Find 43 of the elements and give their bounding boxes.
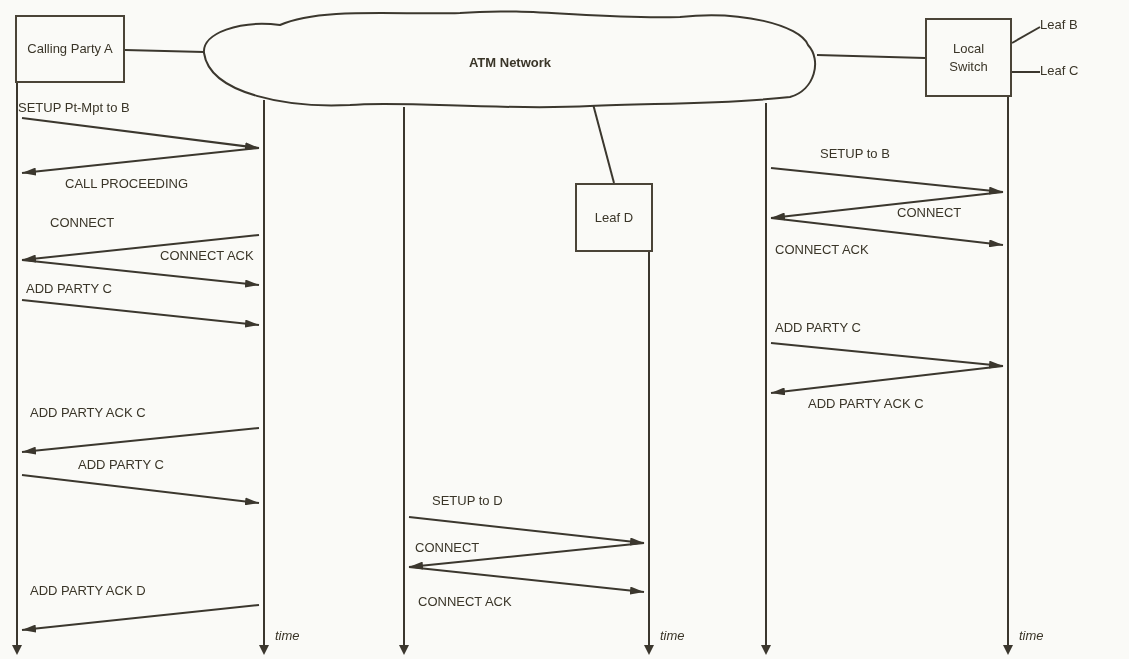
lifeline bbox=[644, 252, 654, 655]
message-label: CALL PROCEEDING bbox=[65, 176, 189, 192]
message-arrow bbox=[21, 604, 260, 633]
time-axis-label: time bbox=[1019, 628, 1044, 644]
message-arrow bbox=[21, 427, 260, 455]
message-label: ADD PARTY C bbox=[26, 281, 112, 297]
participant-box: Local Switch bbox=[925, 18, 1012, 97]
message-label: SETUP to D bbox=[432, 493, 503, 509]
message-arrow bbox=[21, 299, 260, 328]
message-label: ADD PARTY C bbox=[775, 320, 861, 336]
message-label: CONNECT bbox=[50, 215, 115, 231]
time-axis-label: time bbox=[275, 628, 300, 644]
connector-line bbox=[124, 49, 205, 53]
time-axis-label: time bbox=[660, 628, 685, 644]
message-label: CONNECT ACK bbox=[775, 242, 869, 258]
message-label: ADD PARTY ACK C bbox=[30, 405, 146, 421]
participant-box: Calling Party A bbox=[15, 15, 125, 83]
message-label: ADD PARTY C bbox=[78, 457, 164, 473]
message-label: CONNECT ACK bbox=[160, 248, 254, 264]
connector-line bbox=[1011, 71, 1041, 73]
message-arrow bbox=[408, 566, 645, 595]
message-label: CONNECT bbox=[415, 540, 480, 556]
lifeline bbox=[761, 103, 771, 655]
cloud-label: ATM Network bbox=[467, 55, 553, 71]
message-arrow bbox=[770, 365, 1004, 396]
lifeline bbox=[1003, 97, 1013, 655]
participant-box: Leaf D bbox=[575, 183, 653, 252]
message-arrow bbox=[770, 217, 1004, 248]
lifeline bbox=[399, 107, 409, 655]
message-arrow bbox=[21, 147, 260, 176]
message-label: SETUP to B bbox=[820, 146, 890, 162]
message-label: SETUP Pt-Mpt to B bbox=[18, 100, 130, 116]
message-label: CONNECT ACK bbox=[418, 594, 512, 610]
leaf-label: Leaf C bbox=[1040, 63, 1100, 81]
message-label: ADD PARTY ACK C bbox=[808, 396, 924, 412]
leaf-label: Leaf B bbox=[1040, 17, 1100, 35]
connector-line bbox=[1011, 26, 1041, 44]
connector-line bbox=[816, 54, 926, 59]
message-arrow bbox=[21, 259, 260, 288]
lifeline bbox=[259, 100, 269, 655]
message-arrow bbox=[21, 474, 260, 506]
message-label: CONNECT bbox=[897, 205, 962, 221]
message-label: ADD PARTY ACK D bbox=[30, 583, 146, 599]
